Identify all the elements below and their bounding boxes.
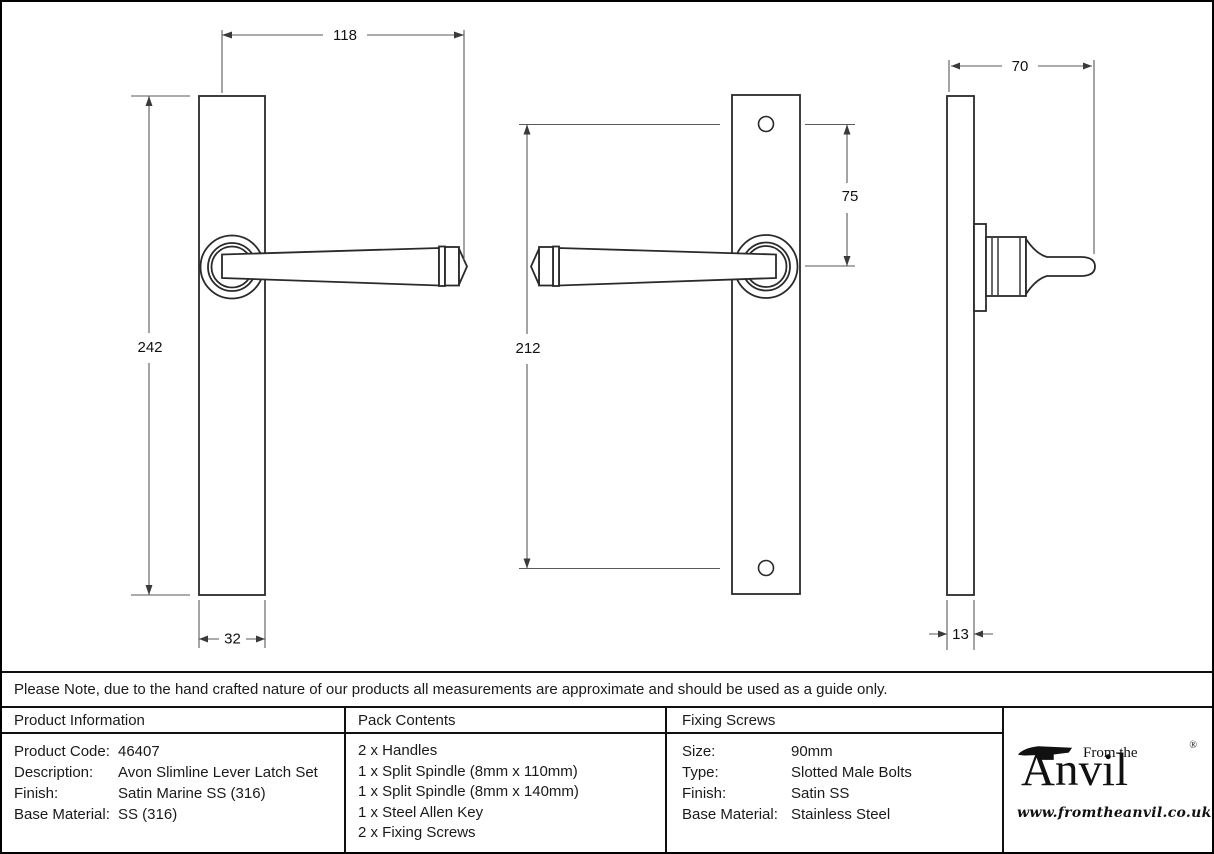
pack-contents-header: Pack Contents [346, 708, 665, 734]
list-item: 1 x Steel Allen Key [358, 803, 484, 821]
back-lever-grip [558, 247, 777, 287]
table-row: Product Code: 46407 [14, 741, 338, 762]
back-lever-cap [538, 246, 554, 287]
row-label: Product Code: [14, 743, 110, 760]
list-item: 1 x Split Spindle (8mm x 110mm) [358, 762, 578, 780]
list-item: 2 x Handles [358, 742, 438, 759]
list-item: 1 x Split Spindle (8mm x 140mm) [358, 783, 579, 800]
table-row: Base Material: Stainless Steel [682, 804, 996, 825]
front-lever-cap [444, 246, 460, 287]
back-lever-tip [530, 248, 540, 285]
screw-hole-top [757, 115, 775, 133]
row-value: Avon Slimline Lever Latch Set [118, 764, 318, 781]
dim-plate-thickness: 13 [952, 626, 969, 643]
front-view: 118 242 32 [131, 27, 468, 648]
front-plate [198, 95, 266, 596]
side-view: 70 13 [929, 58, 1096, 650]
row-value: Satin Marine SS (316) [118, 785, 266, 802]
side-lever [1025, 236, 1096, 297]
list-item: 2 x Fixing Screws [358, 824, 476, 841]
row-value: Stainless Steel [791, 806, 891, 823]
row-label: Description: [14, 764, 94, 781]
dim-plate-width: 32 [224, 631, 241, 648]
fixing-screws-header: Fixing Screws [667, 708, 1002, 734]
dim-screw-centres: 212 [515, 340, 540, 357]
table-row: Finish: Satin Marine SS (316) [14, 783, 338, 804]
row-value: 90mm [791, 743, 833, 760]
table-row: Finish: Satin SS [682, 783, 996, 804]
logo-tagline: From the [1083, 745, 1138, 761]
row-label: Base Material: [14, 806, 110, 823]
dim-hole-to-handle: 75 [842, 188, 859, 205]
side-plate [946, 95, 975, 596]
logo-url: www.fromtheanvil.co.uk [1017, 805, 1212, 821]
row-label: Finish: [682, 785, 727, 802]
technical-drawing: 118 242 32 [131, 27, 1096, 650]
product-information-header: Product Information [2, 708, 344, 734]
side-rose [973, 223, 987, 312]
table-row: Type: Slotted Male Bolts [682, 762, 996, 783]
front-lever-grip [221, 247, 440, 287]
fixing-screws-column: Fixing Screws Size: 90mm Type: Slotted M… [667, 708, 1004, 852]
row-label: Size: [682, 743, 716, 760]
back-lever-ring [552, 245, 560, 287]
brand-logo-cell: Anvil From the ® www.fromtheanvil.co.uk [1004, 708, 1212, 852]
product-information-column: Product Information Product Code: 46407 … [2, 708, 346, 852]
back-view: 212 75 [515, 94, 859, 595]
table-row: Size: 90mm [682, 741, 996, 762]
info-table: Product Information Product Code: 46407 … [2, 706, 1212, 852]
row-label: Base Material: [682, 806, 778, 823]
row-value: Slotted Male Bolts [791, 764, 912, 781]
table-row: Description: Avon Slimline Lever Latch S… [14, 762, 338, 783]
registered-trademark: ® [1189, 740, 1197, 751]
front-lever-tip [458, 248, 468, 285]
row-value: Satin SS [791, 785, 850, 802]
screw-hole-bottom [757, 559, 775, 577]
row-value: 46407 [118, 743, 160, 760]
row-label: Type: [682, 764, 719, 781]
anvil-icon [1017, 746, 1073, 760]
note-row: Please Note, due to the hand crafted nat… [2, 671, 1212, 706]
row-label: Finish: [14, 785, 59, 802]
from-the-anvil-logo: Anvil From the ® www.fromtheanvil.co.uk [1017, 737, 1212, 823]
row-value: SS (316) [118, 806, 178, 823]
pack-contents-column: Pack Contents 2 x Handles 1 x Split Spin… [346, 708, 667, 852]
back-plate [731, 94, 801, 595]
dim-projection: 70 [1012, 58, 1029, 75]
table-row: Base Material: SS (316) [14, 804, 338, 825]
dim-overall-width: 118 [333, 27, 357, 44]
dim-plate-height: 242 [137, 339, 162, 356]
note-text: Please Note, due to the hand crafted nat… [14, 681, 888, 698]
